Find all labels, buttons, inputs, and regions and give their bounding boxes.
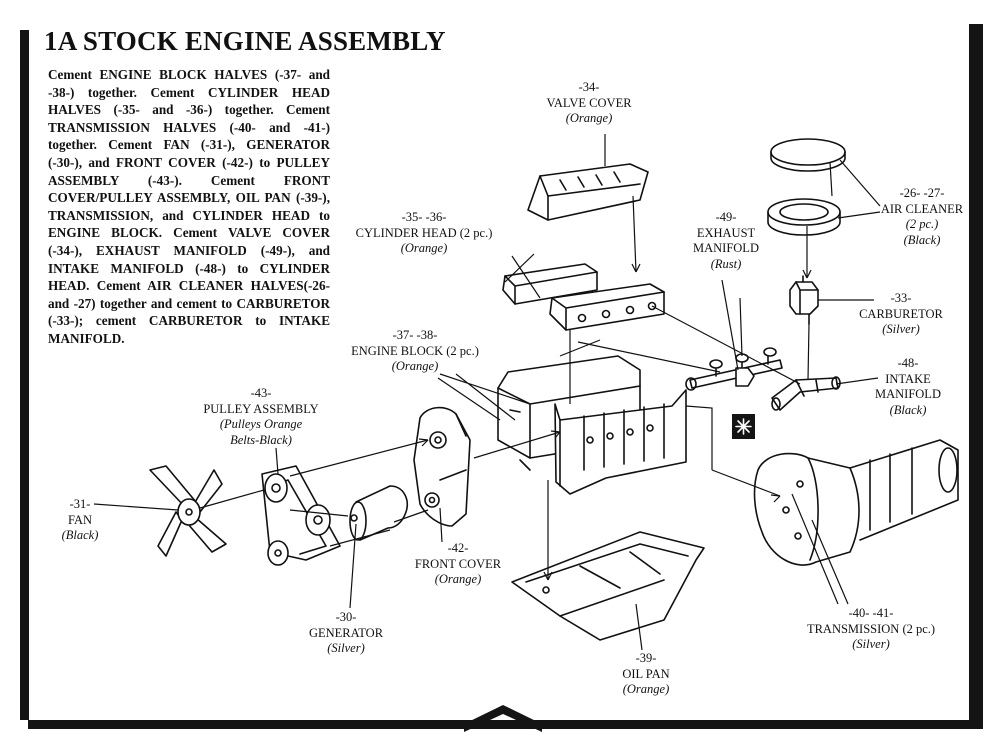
generator-part <box>349 485 408 541</box>
assembly-instructions: Cement ENGINE BLOCK HALVES (-37- and -38… <box>48 67 330 346</box>
carburetor-color: (Silver) <box>882 322 920 336</box>
front-cover-number: -42- <box>447 541 469 555</box>
air-cleaner-color: (Black) <box>903 232 941 247</box>
exhaust-manifold-part <box>685 347 783 391</box>
fan-part <box>149 465 227 557</box>
up-arrow-icon <box>464 705 542 732</box>
fan-label: -31- FAN (Black) <box>50 497 110 544</box>
oil-pan-number: -39- <box>635 651 657 665</box>
left-border-rule <box>20 30 29 720</box>
air-cleaner-number: -26- -27- <box>899 186 945 200</box>
valve-cover-name: VALVE COVER <box>546 95 632 110</box>
cylinder-head-part <box>502 263 665 331</box>
front-cover-label: -42- FRONT COVER (Orange) <box>398 541 518 588</box>
page-title: 1A STOCK ENGINE ASSEMBLY <box>44 26 446 56</box>
pulley-assembly-color-line1: (Pulleys Orange <box>219 417 303 431</box>
oil-pan-name: OIL PAN <box>622 666 670 681</box>
carburetor-name: CARBURETOR <box>859 306 943 321</box>
exhaust-manifold-number: -49- <box>715 210 737 224</box>
fan-number: -31- <box>69 497 91 511</box>
valve-cover-number: -34- <box>578 80 600 94</box>
transmission-color: (Silver) <box>852 637 890 651</box>
fan-color: (Black) <box>61 528 99 542</box>
air-cleaner-label: -26- -27- AIR CLEANER (2 pc.) (Black) <box>862 186 982 248</box>
engine-block-part <box>497 355 687 495</box>
transmission-name: TRANSMISSION (2 pc.) <box>806 621 936 636</box>
intake-manifold-label: -48- INTAKE MANIFOLD (Black) <box>858 356 958 418</box>
pulley-assembly-number: -43- <box>250 386 272 400</box>
intake-manifold-name-line1: INTAKE <box>885 371 931 386</box>
air-cleaner-name: AIR CLEANER <box>880 201 964 216</box>
intake-manifold-number: -48- <box>897 356 919 370</box>
valve-cover-label: -34- VALVE COVER (Orange) <box>514 80 664 127</box>
air-cleaner-part <box>767 138 846 236</box>
exhaust-manifold-name-line2: MANIFOLD <box>693 241 759 255</box>
front-cover-part <box>413 406 471 527</box>
generator-name: GENERATOR <box>308 625 384 640</box>
right-border-rule <box>969 24 983 724</box>
pulley-assembly-part <box>261 465 341 566</box>
assembly-guide-lines <box>199 134 833 581</box>
carburetor-label: -33- CARBURETOR (Silver) <box>846 291 956 338</box>
exhaust-manifold-label: -49- EXHAUST MANIFOLD (Rust) <box>676 210 776 272</box>
air-cleaner-count: (2 pc.) <box>905 217 939 231</box>
transmission-number: -40- -41- <box>848 606 894 620</box>
oil-pan-part <box>511 531 705 641</box>
cylinder-head-number: -35- -36- <box>401 210 447 224</box>
exhaust-manifold-color: (Rust) <box>710 256 742 271</box>
engine-block-name: ENGINE BLOCK (2 pc.) <box>351 343 479 358</box>
pulley-assembly-label: -43- PULLEY ASSEMBLY (Pulleys Orange Bel… <box>188 386 334 448</box>
exhaust-manifold-name-line1: EXHAUST <box>696 225 756 240</box>
engine-block-label: -37- -38- ENGINE BLOCK (2 pc.) (Orange) <box>330 328 500 375</box>
front-cover-color: (Orange) <box>434 572 482 586</box>
oil-pan-color: (Orange) <box>622 682 670 696</box>
front-cover-name: FRONT COVER <box>414 556 502 571</box>
generator-number: -30- <box>335 610 357 624</box>
pulley-assembly-name: PULLEY ASSEMBLY <box>203 401 319 416</box>
carburetor-number: -33- <box>890 291 912 305</box>
valve-cover-color: (Orange) <box>565 111 613 125</box>
transmission-part <box>753 439 959 566</box>
generator-color: (Silver) <box>327 641 365 655</box>
fan-name: FAN <box>67 512 93 527</box>
bottom-border-rule <box>28 720 983 729</box>
cylinder-head-color: (Orange) <box>400 241 448 255</box>
cylinder-head-label: -35- -36- CYLINDER HEAD (2 pc.) (Orange) <box>334 210 514 257</box>
pulley-assembly-color-line2: Belts-Black) <box>230 432 292 447</box>
engine-block-number: -37- -38- <box>392 328 438 342</box>
valve-cover-part <box>527 163 649 221</box>
intake-manifold-color: (Black) <box>889 402 927 417</box>
intake-manifold-part <box>771 376 841 411</box>
engine-block-color: (Orange) <box>391 359 439 373</box>
carburetor-part <box>789 275 819 325</box>
cylinder-head-name: CYLINDER HEAD (2 pc.) <box>355 225 493 240</box>
oil-pan-label: -39- OIL PAN (Orange) <box>606 651 686 698</box>
exhaust-flange-icon <box>732 414 755 439</box>
intake-manifold-name-line2: MANIFOLD <box>875 387 941 401</box>
generator-label: -30- GENERATOR (Silver) <box>296 610 396 657</box>
label-leader-lines <box>93 159 881 651</box>
transmission-label: -40- -41- TRANSMISSION (2 pc.) (Silver) <box>786 606 956 653</box>
